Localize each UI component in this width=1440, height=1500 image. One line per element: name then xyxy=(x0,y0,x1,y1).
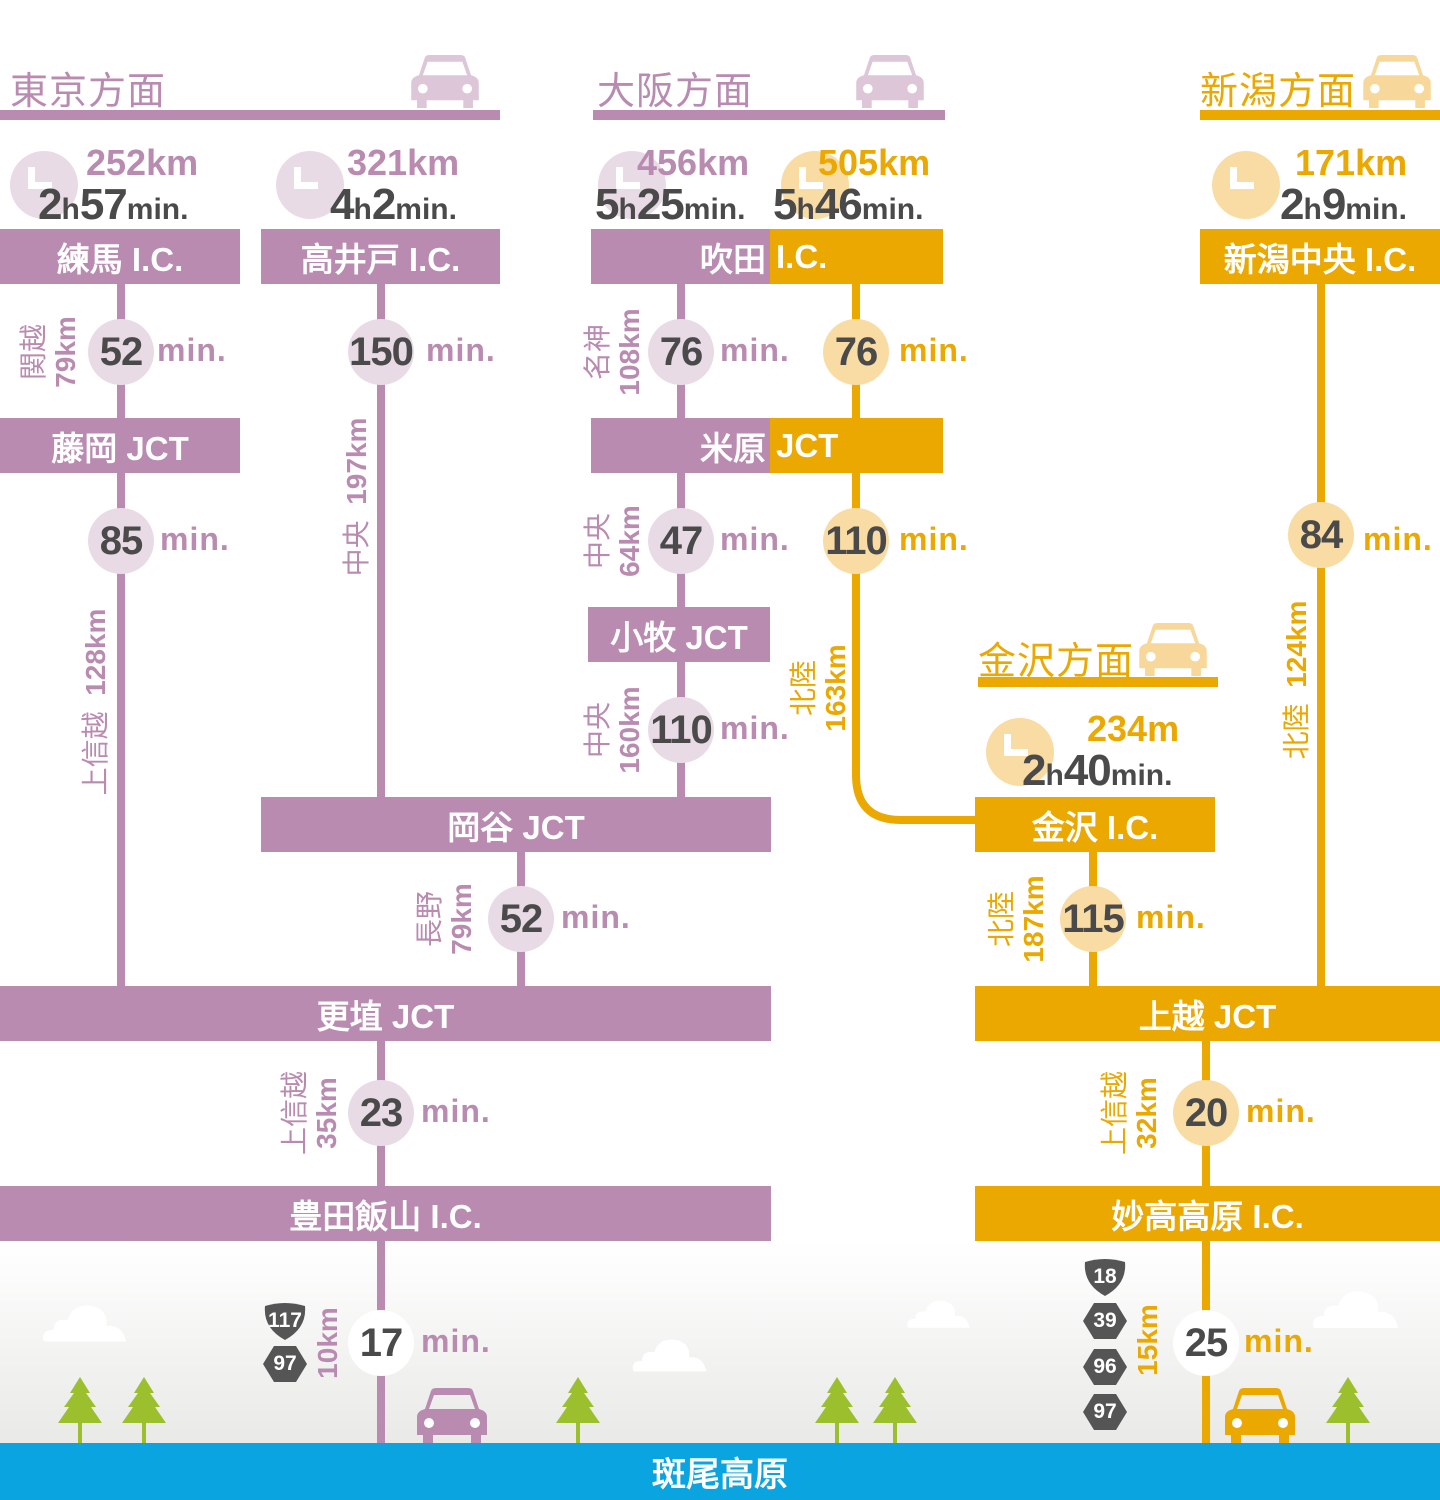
route-line xyxy=(1317,284,1325,986)
segment-time: 52 xyxy=(88,319,154,385)
direction-kanazawa: 金沢方面 xyxy=(978,641,1135,683)
route-line xyxy=(117,284,125,986)
segment-time: 17 xyxy=(348,1310,414,1376)
min-unit: min. xyxy=(1136,899,1206,935)
direction-tokyo: 東京方面 xyxy=(10,71,167,113)
node-toyota-iiyama-ic: 豊田飯山 I.C. xyxy=(0,1186,771,1241)
node-fujioka-jct: 藤岡 JCT xyxy=(0,418,240,473)
car-icon xyxy=(416,1387,488,1443)
segment-time: 84 xyxy=(1288,502,1354,568)
min-unit: min. xyxy=(1244,1323,1314,1359)
total-time: 5h25min. xyxy=(595,180,746,229)
segment-time: 110 xyxy=(648,697,714,763)
total-distance: 252km xyxy=(86,142,199,183)
total-distance: 234m xyxy=(1087,708,1180,749)
total-time: 2h57min. xyxy=(38,180,189,229)
clock-icon xyxy=(1212,151,1280,219)
node-suita-ic-left: 吹田 xyxy=(591,229,770,284)
clock-icon xyxy=(781,151,849,219)
segment-time: 25 xyxy=(1173,1310,1239,1376)
segment-time: 20 xyxy=(1173,1080,1239,1146)
total-distance: 171km xyxy=(1295,142,1408,183)
node-komaki-jct: 小牧 JCT xyxy=(588,607,770,662)
min-unit: min. xyxy=(421,1323,491,1359)
segment-time: 47 xyxy=(648,508,714,574)
route-hexagon-badge: 96 xyxy=(1083,1348,1127,1386)
segment-time: 150 xyxy=(348,319,414,385)
total-time: 2h9min. xyxy=(1280,180,1407,229)
segment-time: 115 xyxy=(1060,886,1126,952)
clock-icon xyxy=(986,718,1054,786)
min-unit: min. xyxy=(157,332,227,368)
total-distance: 505km xyxy=(818,142,931,183)
segment-distance: 10km xyxy=(312,1307,343,1379)
min-unit: min. xyxy=(160,521,230,557)
node-takaido-ic: 高井戸 I.C. xyxy=(261,229,500,284)
route-label: 中央 197km xyxy=(341,417,372,577)
segment-time: 110 xyxy=(823,508,889,574)
direction-divider xyxy=(0,110,500,120)
route-hexagon-badge: 97 xyxy=(1083,1393,1127,1431)
min-unit: min. xyxy=(720,521,790,557)
node-suita-ic-right: I.C. xyxy=(770,229,943,284)
min-unit: min. xyxy=(899,332,969,368)
segment-time: 76 xyxy=(823,319,889,385)
segment-distance: 15km xyxy=(1132,1304,1163,1376)
segment-time: 85 xyxy=(88,508,154,574)
route-line xyxy=(1202,1041,1210,1443)
node-okaya-jct: 岡谷 JCT xyxy=(261,797,771,852)
route-line xyxy=(377,1041,385,1443)
node-joetsu-jct: 上越 JCT xyxy=(975,986,1440,1041)
route-shield-badge: 18 xyxy=(1083,1258,1127,1296)
node-maibara-jct-left: 米原 xyxy=(591,418,770,473)
min-unit: min. xyxy=(426,332,496,368)
total-distance: 321km xyxy=(347,142,460,183)
car-icon xyxy=(1224,1387,1296,1443)
route-hexagon-badge: 39 xyxy=(1083,1302,1127,1340)
total-distance: 456km xyxy=(637,142,750,183)
route-label: 北陸 124km xyxy=(1281,600,1312,760)
min-unit: min. xyxy=(561,899,631,935)
direction-osaka: 大阪方面 xyxy=(597,71,754,113)
node-myoko-kogen-ic: 妙高高原 I.C. xyxy=(975,1186,1440,1241)
direction-divider xyxy=(978,677,1218,687)
node-kohshoku-jct: 更埴 JCT xyxy=(0,986,771,1041)
node-maibara-jct-right: JCT xyxy=(770,418,943,473)
route-line xyxy=(377,284,385,797)
segment-time: 52 xyxy=(488,886,554,952)
direction-divider xyxy=(593,110,945,120)
node-niigata-chuo-ic: 新潟中央 I.C. xyxy=(1200,229,1440,284)
node-nerima-ic: 練馬 I.C. xyxy=(0,229,240,284)
clock-icon xyxy=(276,151,344,219)
destination-madarao-kogen: 斑尾高原 xyxy=(0,1443,1440,1500)
segment-time: 23 xyxy=(348,1080,414,1146)
route-hexagon-badge: 97 xyxy=(263,1345,307,1383)
min-unit: min. xyxy=(1363,521,1433,557)
clock-icon xyxy=(10,151,78,219)
total-time: 2h40min. xyxy=(1022,746,1173,795)
route-shield-badge: 117 xyxy=(263,1302,307,1340)
direction-divider xyxy=(1200,110,1440,120)
segment-time: 76 xyxy=(648,319,714,385)
min-unit: min. xyxy=(899,521,969,557)
min-unit: min. xyxy=(720,332,790,368)
route-label: 上信越 128km xyxy=(80,608,111,796)
total-time: 5h46min. xyxy=(773,180,924,229)
clock-icon xyxy=(598,151,666,219)
min-unit: min. xyxy=(1246,1093,1316,1129)
total-time: 4h2min. xyxy=(330,180,457,229)
min-unit: min. xyxy=(421,1093,491,1129)
direction-niigata: 新潟方面 xyxy=(1200,71,1357,113)
min-unit: min. xyxy=(720,710,790,746)
node-kanazawa-ic: 金沢 I.C. xyxy=(975,797,1215,852)
